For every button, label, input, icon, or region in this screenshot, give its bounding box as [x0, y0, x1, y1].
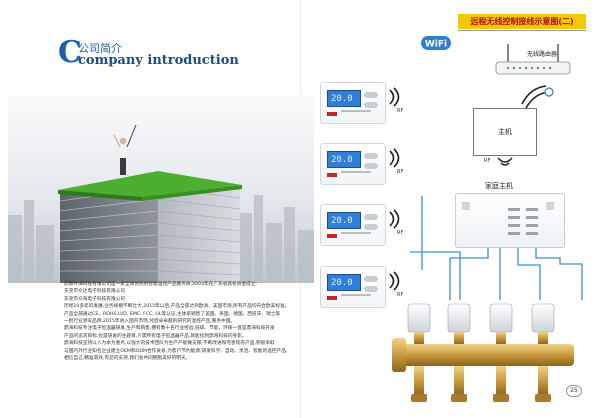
router-icon — [495, 44, 571, 75]
thermostat-3: 20.0 — [320, 204, 386, 246]
thermostat-temperature: 20.0 — [331, 155, 353, 165]
desc-line: 产品全部通过CE、ROHS,LVD, EMC, FCC, UL等认证,主体系销售… — [64, 311, 281, 317]
floor-heating-manifold — [392, 303, 574, 402]
wifi-logo-icon: WiFi — [421, 36, 451, 50]
thermostat-up-button — [364, 214, 378, 220]
header-initial: C — [58, 35, 82, 70]
thermostat-1: 20.0 — [320, 82, 386, 124]
desc-line: 鼎海科技坚持以人为本为重点,以强大的技术团队为生产产能做支撑,不断改进和完善现有… — [64, 341, 275, 347]
cover-photo — [8, 95, 314, 283]
router-signal-icon — [521, 85, 554, 109]
rf-label: RF — [397, 108, 404, 114]
thermostat-label — [341, 294, 371, 296]
brand-logo — [327, 173, 337, 177]
desc-line: 相信自己,精准高效,有您的支持,我们会共同拥抱美好的明天。 — [64, 356, 191, 362]
thermostat-4: 20.0 — [320, 266, 386, 308]
thermostat-up-button — [364, 153, 378, 159]
thermostat-temperature: 20.0 — [331, 278, 353, 288]
rf-label: RF — [397, 292, 404, 298]
header-title-en: company introduction — [78, 53, 239, 68]
desc-line: 产品的追求目标,也是研发的主题目,只需所有电子恒温器产品,就能找到鼎海科技的身影… — [64, 333, 247, 339]
thermostat-temperature: 20.0 — [331, 94, 353, 104]
desc-line: 与国内外行业知名企业建立OEM和ODM合作关系,为客户节约能源,研发科学、自动、… — [64, 348, 288, 354]
wiring-lines — [410, 196, 583, 300]
wireless-signal-icon — [389, 271, 400, 291]
thermostat-label — [341, 171, 371, 173]
thermostat-display: 20.0 — [327, 90, 361, 107]
wireless-signal-icon — [389, 87, 400, 107]
wifi-text: WiFi — [425, 40, 447, 50]
thermostat-label — [341, 110, 371, 112]
host-rf-label: RF — [484, 158, 491, 164]
thermostat-display: 20.0 — [327, 151, 361, 168]
host-signal-icon — [497, 157, 513, 166]
diagram-title-bar: 远程无线控制接线示意图(二) — [458, 14, 586, 29]
brand-logo — [327, 296, 337, 300]
desc-line: 历经10多年的发展,业务规模不断壮大,2015年以后,产品全部达到欧洲、美国市场… — [64, 304, 290, 310]
brand-logo — [327, 112, 337, 116]
thermostat-label — [341, 232, 371, 234]
desc-line: 鼎赫环海科技有限公司是一家全球领先的智能温控产品服务商,2003年在广东省高校资… — [64, 282, 258, 287]
wireless-signal-icon — [389, 209, 400, 229]
desc-line: 东莞市众海电子科技有限公司 — [64, 296, 125, 302]
thermostat-down-button — [364, 224, 378, 230]
thermostat-display: 20.0 — [327, 212, 361, 229]
router-label: 无线路由器 — [527, 51, 558, 58]
desc-line: 鼎海科技专注电子恒温器研发,生产和销售,拥有数十名行业经验,低碳、节能、环保一直… — [64, 326, 275, 332]
thermostat-down-button — [364, 286, 378, 292]
home-host-panel — [455, 193, 565, 248]
host-label: 主机 — [498, 128, 512, 136]
host-unit: 主机 — [473, 108, 537, 156]
brand-logo — [327, 234, 337, 238]
desc-line: 东莞市众达电子科技有限公司 — [64, 289, 125, 295]
thermostat-temperature: 20.0 — [331, 216, 353, 226]
rf-label: RF — [397, 169, 404, 175]
thermostat-up-button — [364, 92, 378, 98]
thermostat-down-button — [364, 163, 378, 169]
desc-line: 一批行业领军品牌,2015年进入国内市场,凭借卓卓越的研究的温控产品,服务中国。 — [64, 319, 236, 325]
title-underline — [458, 30, 586, 31]
header-title-cn: 公司简介 — [78, 42, 122, 55]
wireless-signal-icon — [389, 148, 400, 168]
thermostat-down-button — [364, 102, 378, 108]
diagram-title: 远程无线控制接线示意图(二) — [470, 17, 574, 26]
company-description: 鼎赫环海科技有限公司是一家全球领先的智能温控产品服务商,2003年在广东省高校资… — [64, 281, 302, 362]
page-number: 25 — [566, 385, 582, 397]
thermostat-up-button — [364, 276, 378, 282]
rf-label: RF — [397, 230, 404, 236]
thermostat-display: 20.0 — [327, 274, 361, 291]
thermostat-2: 20.0 — [320, 143, 386, 185]
home-host-label: 家庭主机 — [485, 182, 513, 190]
